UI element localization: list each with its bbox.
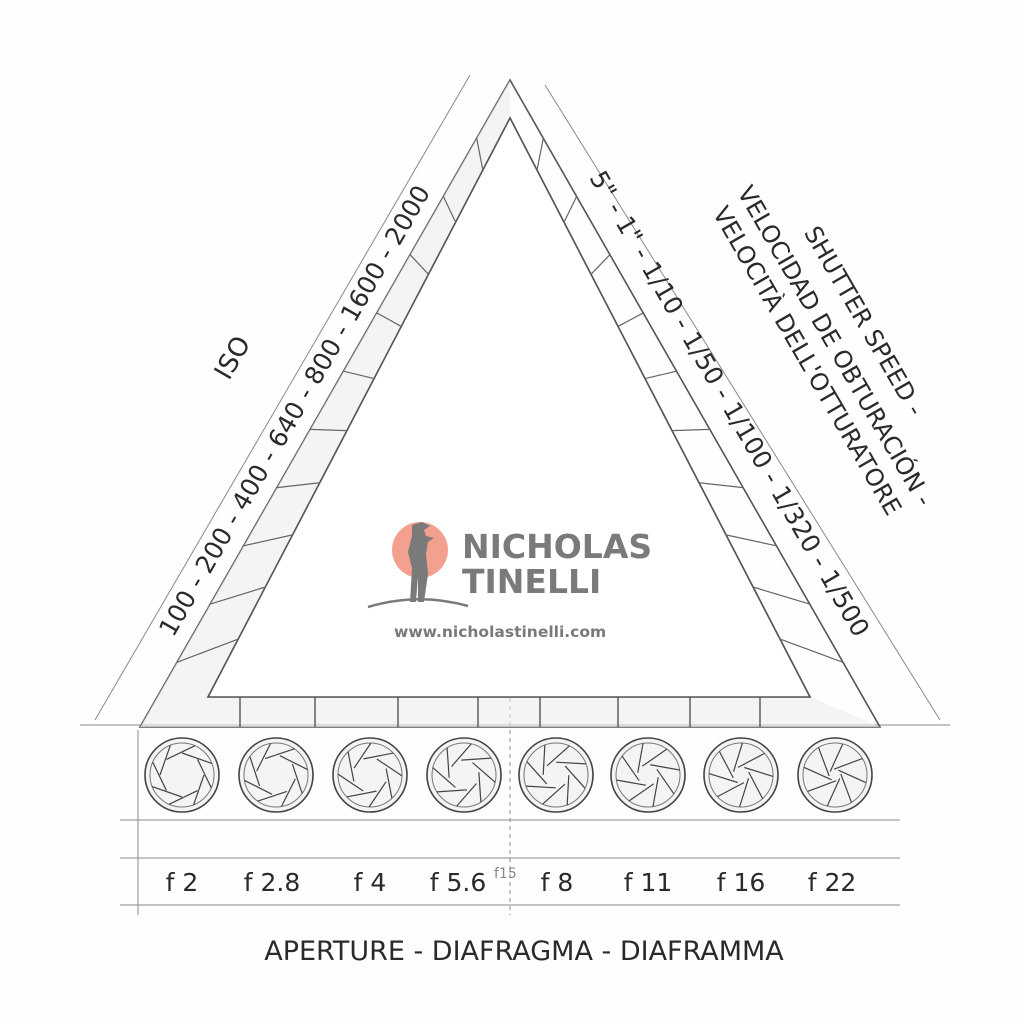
f-stop-label: f 2.8	[244, 868, 301, 897]
f-stop-label: f 5.6	[430, 868, 487, 897]
f-stop-label: f 2	[166, 868, 199, 897]
logo: NICHOLAS TINELLI www.nicholastinelli.com	[367, 522, 652, 641]
f-stop-labels: f 2 f 2.8 f 4 f 5.6 f15 f 8 f 11 f 16 f …	[166, 866, 857, 897]
logo-name-line-2: TINELLI	[462, 562, 601, 601]
triangle	[138, 78, 882, 728]
logo-url: www.nicholastinelli.com	[394, 623, 606, 641]
f-stop-label: f 8	[541, 868, 574, 897]
f-stop-label: f 16	[717, 868, 766, 897]
aperture-title: APERTURE - DIAFRAGMA - DIAFRAMMA	[264, 936, 784, 967]
aperture-icon	[610, 737, 686, 813]
aperture-icons	[144, 737, 873, 813]
aperture-icon	[426, 737, 502, 813]
aperture-icon	[703, 737, 779, 813]
f-stop-label: f 22	[808, 868, 857, 897]
aperture-icon	[144, 737, 220, 813]
logo-photographer-icon	[408, 522, 434, 602]
f-stop-annotation: f15	[494, 866, 517, 882]
f-stop-label: f 4	[354, 868, 387, 897]
aperture-icon	[332, 737, 408, 813]
aperture-icon	[518, 737, 594, 813]
iso-title: ISO	[209, 331, 257, 385]
logo-name-line-1: NICHOLAS	[462, 527, 652, 566]
f-stop-label: f 11	[624, 868, 673, 897]
aperture-icon	[797, 737, 873, 813]
aperture-icon	[238, 737, 314, 813]
